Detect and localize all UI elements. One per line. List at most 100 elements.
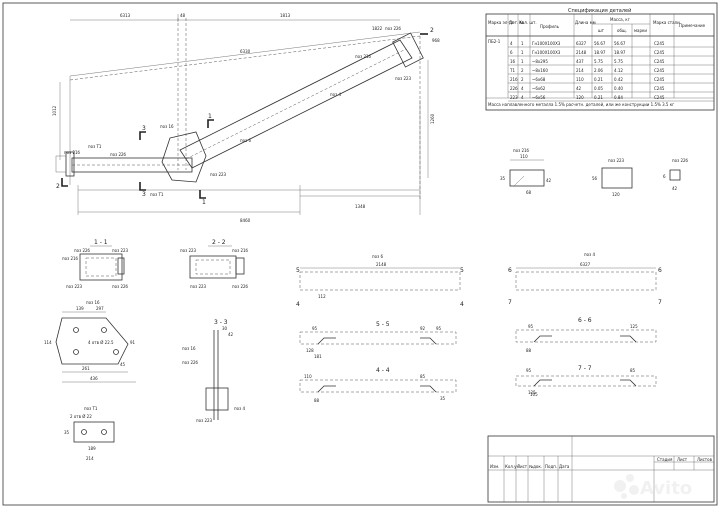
spec-cell-steel: С245 [654, 68, 665, 73]
detail-pos223: поз 223 56 120 [592, 158, 633, 197]
svg-text:2 - 2: 2 - 2 [212, 239, 226, 246]
svg-text:95: 95 [528, 324, 534, 329]
svg-text:92: 92 [420, 326, 426, 331]
top-dim-0: 6313 [120, 13, 131, 18]
section-1-1: 1 - 1 поз 22б поз 21б поз 223 поз 223 по… [62, 239, 129, 289]
bar-pos4: поз 4 6327 6 6 7 7 [508, 252, 662, 306]
detail-pos22b: поз 22б 6 42 [663, 158, 689, 191]
hdr-detail: Дет. № [509, 20, 524, 25]
inclined-member-pos4 [179, 39, 413, 169]
spec-cell-total: 0.40 [614, 86, 623, 91]
svg-text:Лист: Лист [677, 457, 688, 462]
spec-cell-total: 18.97 [614, 50, 626, 55]
label-posT1-bottom: поз Т1 [150, 192, 164, 197]
svg-text:436: 436 [90, 376, 98, 381]
spec-cell-length: 42 [576, 86, 582, 91]
svg-text:поз 223: поз 223 [190, 284, 207, 289]
svg-text:2 отв Ø 22: 2 отв Ø 22 [70, 414, 92, 419]
label-pos21b: поз 21б [355, 54, 372, 59]
spec-table: Спецификация деталей Марка эл-та Дет. № … [485, 7, 715, 111]
svg-text:поз 223: поз 223 [608, 158, 625, 163]
svg-text:30: 30 [222, 326, 228, 331]
spec-cell-detail: 223 [510, 95, 518, 100]
svg-text:поз 21б: поз 21б [232, 248, 249, 253]
svg-text:110: 110 [520, 154, 528, 159]
spec-cell-detail: 4 [510, 41, 513, 46]
svg-text:95: 95 [436, 326, 442, 331]
svg-text:4 - 4: 4 - 4 [376, 367, 390, 374]
section-2-2: 2 - 2 поз 223 поз 21б поз 223 поз 22б [180, 239, 249, 289]
detail-posT1: поз Т1 2 отв Ø 22 189 214 35 [64, 406, 115, 461]
section-mark-2b: 2 [430, 27, 434, 34]
section-mark-3a: 3 [142, 125, 146, 132]
spec-cell-one: 0.21 [594, 95, 603, 100]
svg-text:Изм.: Изм. [490, 464, 499, 469]
section-mark-3b: 3 [142, 191, 146, 198]
svg-text:189: 189 [88, 446, 96, 451]
title-block: Изм. Кол.уч Лист №док. Подп. Дата Стадия… [487, 435, 715, 503]
spec-cell-profile: Гн100Х100Х3 [532, 41, 561, 46]
svg-text:поз 22б: поз 22б [74, 248, 91, 253]
svg-text:88: 88 [314, 398, 320, 403]
svg-text:261: 261 [82, 366, 90, 371]
spec-footnote: Масса наплавленного металла 1.5% расчетн… [488, 102, 674, 107]
side-dim-1: 1260 [430, 113, 435, 124]
label-pos22b: поз 22б [385, 26, 402, 31]
top-dim-2: 1813 [280, 13, 291, 18]
label-pos16: поз 16 [160, 124, 174, 129]
hdr-qty: Кол. шт. [519, 20, 537, 25]
spec-cell-qty: 1 [521, 50, 524, 55]
svg-text:1 - 1: 1 - 1 [94, 239, 108, 246]
spec-cell-total: 5.75 [614, 59, 623, 64]
svg-text:2148: 2148 [376, 262, 387, 267]
hdr-profile: Профиль [540, 24, 560, 29]
svg-text:поз 22б: поз 22б [672, 158, 689, 163]
svg-text:120: 120 [612, 192, 620, 197]
svg-text:поз 16: поз 16 [182, 346, 196, 351]
svg-text:6: 6 [508, 267, 512, 274]
spec-cell-length: 437 [576, 59, 584, 64]
svg-text:7: 7 [658, 299, 662, 306]
hdr-mass-one: шт [598, 28, 605, 33]
hdr-mark: Марка эл-та [488, 20, 514, 25]
spec-cell-profile: Гн100Х100Х3 [532, 50, 561, 55]
svg-text:110: 110 [304, 374, 312, 379]
spec-cell-detail: 6 [510, 50, 513, 55]
svg-text:42: 42 [228, 332, 234, 337]
svg-text:42: 42 [546, 178, 552, 183]
spec-cell-total: 4.12 [614, 68, 623, 73]
spec-cell-qty: 4 [521, 86, 524, 91]
section-mark-2a: 2 [56, 183, 60, 190]
bar-pos6: поз 6 2148 5 5 4 4 112 [296, 254, 464, 308]
svg-text:125: 125 [528, 390, 536, 395]
spec-cell-profile: ~8х160 [532, 68, 548, 73]
svg-text:поз 223: поз 223 [112, 248, 129, 253]
label-pos21b-left: поз 21б [64, 150, 81, 155]
spec-cell-length: 214 [576, 68, 584, 73]
spec-cell-length: 2148 [576, 50, 587, 55]
top-dim-3: 6330 [240, 49, 251, 54]
svg-text:91: 91 [130, 340, 136, 345]
hdr-steel: Марка стали [653, 20, 680, 25]
spec-cell-profile: ~6х68 [532, 77, 546, 82]
spec-cell-one: 0.21 [594, 77, 603, 82]
spec-title: Спецификация деталей [568, 7, 631, 14]
svg-text:139: 139 [76, 306, 84, 311]
spec-cell-steel: С245 [654, 77, 665, 82]
svg-text:214: 214 [86, 456, 94, 461]
svg-text:поз 22б: поз 22б [232, 284, 249, 289]
svg-text:поз 22б: поз 22б [112, 284, 129, 289]
svg-text:Кол.уч: Кол.уч [505, 464, 519, 469]
svg-text:поз 223: поз 223 [196, 418, 213, 423]
section-5-5: 5 - 5 95 92 95 128 181 [299, 321, 457, 359]
svg-text:5: 5 [296, 267, 300, 274]
svg-text:поз 223: поз 223 [66, 284, 83, 289]
svg-text:56: 56 [592, 176, 598, 181]
spec-cell-profile: ~8х295 [532, 59, 548, 64]
svg-text:поз 4: поз 4 [584, 252, 595, 257]
spec-cell-one: 0.05 [594, 86, 603, 91]
spec-cell-total: 56.67 [614, 41, 626, 46]
hdr-mass-mark: марки [634, 28, 647, 33]
spec-cell-profile: ~6х62 [532, 86, 546, 91]
